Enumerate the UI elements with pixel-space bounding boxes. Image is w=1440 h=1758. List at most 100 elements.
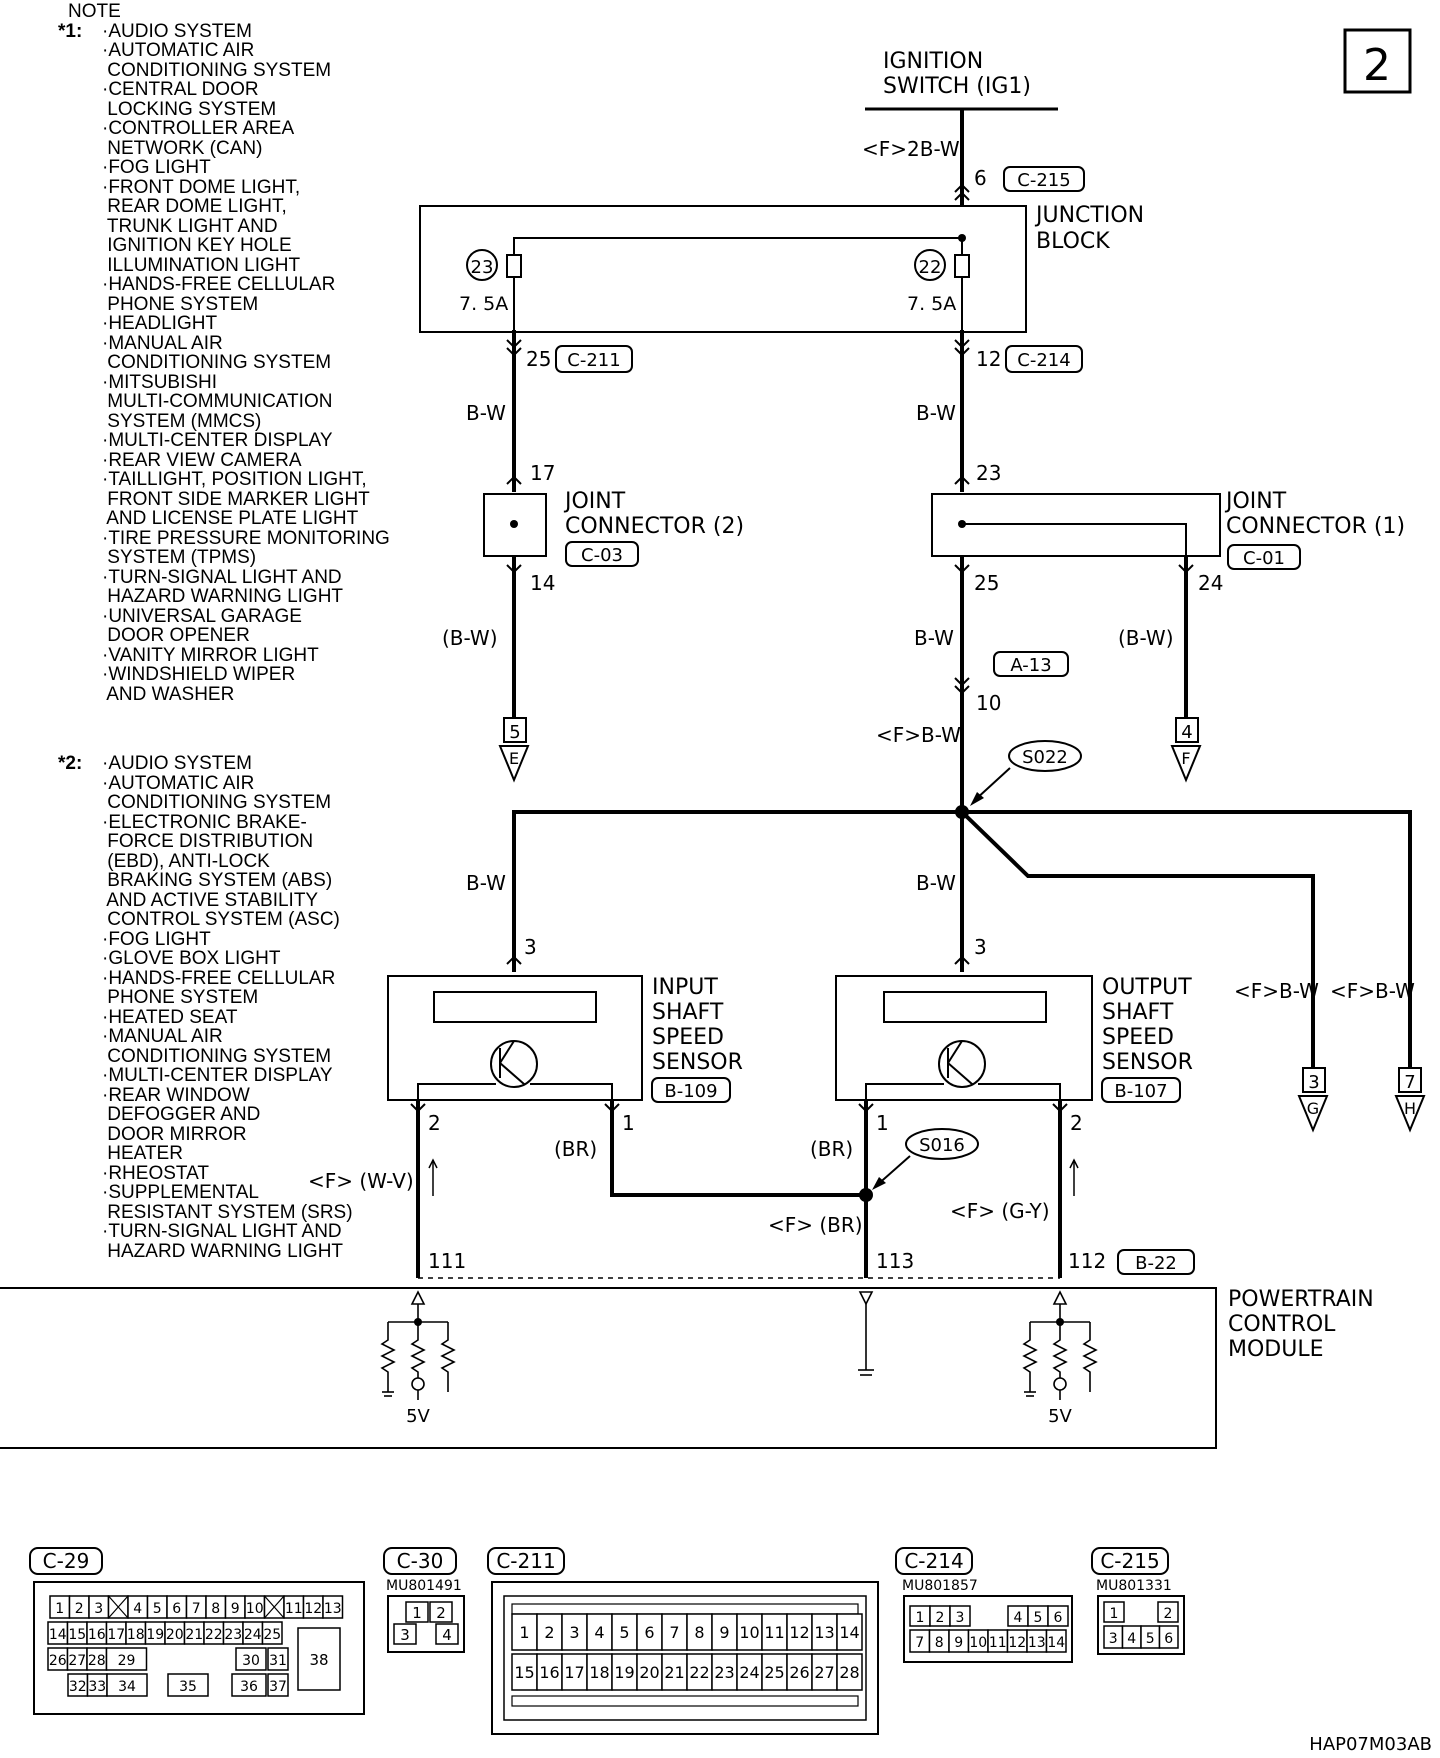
ignition-switch-label-1: IGNITION [883,49,983,74]
pin-jc1-25: 25 [974,571,999,595]
pin-cell [1045,1629,1067,1653]
pcm-label-1: POWERTRAIN [1228,1287,1374,1312]
connector-c211-rib [511,1603,859,1615]
note-item: SYSTEM (MMCS) [102,410,262,432]
pin-label: 10 [246,1601,264,1617]
pin-out-1: 1 [876,1111,889,1135]
pin-cell [561,1613,588,1651]
fuse-22-rating: 7. 5A [907,293,956,315]
pin-label: 7 [669,1623,679,1642]
pin-cell [267,1673,289,1697]
wire-label-bw-mid: B-W [914,626,954,650]
pin-label: 2 [436,1604,446,1622]
connector-code: C-30 [397,1549,444,1573]
offpage-h-arrow [1394,1095,1426,1133]
connector-code: C-211 [496,1549,555,1573]
pin-label: 4 [1127,1631,1136,1647]
pin-pcm-111: 111 [428,1249,466,1273]
note-item: CONDITIONING SYSTEM [102,352,332,373]
pin-label: 38 [309,1651,328,1669]
joint-connector-1-tag [1227,544,1301,570]
pin-label: 1 [412,1604,422,1622]
wire-label-fbw-main: <F>B-W [876,723,961,747]
connector-b22-code: B-22 [1135,1253,1177,1274]
pin-a13-10: 10 [976,691,1001,715]
wire-label-fbw-g: <F>B-W [1234,979,1319,1003]
pin-pcm-112: 112 [1068,1249,1106,1273]
note-group-1-marker: *1: [58,20,83,42]
connector-chevrons [410,183,1194,1113]
pin-out-3: 3 [974,935,987,959]
note-item: CONTROL SYSTEM (ASC) [102,909,340,930]
pin-label: 2 [75,1601,84,1617]
note-item: RESISTANT SYSTEM (SRS) [102,1201,353,1223]
pin-label: 18 [127,1627,145,1643]
pin-ign-6: 6 [974,166,987,190]
note-item: ·VANITY MIRROR LIGHT [102,644,319,666]
note-group-1: *1: ·AUDIO SYSTEM·AUTOMATIC AIR CONDITIO… [58,20,418,705]
pin-label: 9 [231,1601,240,1617]
pin-label: 6 [1164,1631,1173,1647]
pin-jc2-17: 17 [530,461,555,485]
note-item: ·AUTOMATIC AIR [102,772,255,794]
note-item: ·TAILLIGHT, POSITION LIGHT, [102,469,367,490]
input-sensor-label-3: SPEED [652,1025,724,1050]
pin-cell [661,1653,688,1691]
pcm-voltage-right: 5V [1048,1406,1072,1427]
pin-label: 24 [244,1627,262,1643]
pcm-voltage-left: 5V [406,1406,430,1427]
pin-cell [536,1613,563,1651]
pin-label: 4 [1014,1610,1023,1626]
pin-in-1: 1 [622,1111,635,1135]
pin-label: 37 [269,1679,287,1695]
note-item: AND ACTIVE STABILITY [102,889,319,911]
connector-a13-tag [993,651,1069,677]
pin-cell [267,1647,289,1671]
pin-label: 10 [739,1623,759,1642]
pin-label: 11 [989,1635,1007,1651]
pin-label: 19 [146,1627,164,1643]
pin-label: 8 [694,1623,704,1642]
joint-connector-1-label-2: CONNECTOR (1) [1226,514,1405,539]
pin-label: 2 [936,1610,945,1626]
pin-label: 21 [185,1627,203,1643]
offpage-e-number: 5 [509,722,520,743]
pin-label: 29 [118,1653,136,1669]
pin-cell [231,1673,267,1697]
pin-cell [949,1605,971,1627]
pin-label: 21 [664,1663,684,1682]
note-item: SYSTEM (TPMS) [102,547,257,568]
pcm-label-2: CONTROL [1228,1312,1336,1337]
pin-label: 9 [719,1623,729,1642]
note-item: ·CONTROLLER AREA [102,118,295,139]
pin-label: 22 [205,1627,223,1643]
pin-jb-25: 25 [526,347,551,371]
connector-c214-housing [903,1595,1073,1663]
pin-cell [106,1673,148,1697]
joint-connector-2-tag [565,541,639,567]
pin-label: 9 [954,1635,963,1651]
pcm-input-circuit-right [1022,1290,1098,1400]
connector-code: C-214 [904,1549,963,1573]
pin-cell [235,1647,267,1671]
pin-cell [836,1653,863,1691]
pin-cell [811,1613,838,1651]
note-item: ·FOG LIGHT [102,928,211,950]
output-sensor-tag [1101,1077,1181,1103]
pin-label: 25 [764,1663,784,1682]
offpage-g-box [1302,1067,1326,1093]
blank-pin-mark [264,1595,285,1619]
offpage-h-number: 7 [1404,1072,1415,1093]
pin-cell [636,1613,663,1651]
pin-jb-12: 12 [976,347,1001,371]
note-item: REAR DOME LIGHT, [102,196,287,217]
note-item: IGNITION KEY HOLE [102,235,292,256]
offpage-e-letter: E [509,749,519,768]
pin-label: 18 [589,1663,609,1682]
wire-label-top: <F>2B-W [862,137,960,161]
joint-connector-2-label-1: JOINT [563,489,626,514]
note-item: ·CENTRAL DOOR [102,79,259,100]
ignition-switch-label-2: SWITCH (IG1) [883,74,1031,99]
connector-c215-tag [1003,166,1085,192]
